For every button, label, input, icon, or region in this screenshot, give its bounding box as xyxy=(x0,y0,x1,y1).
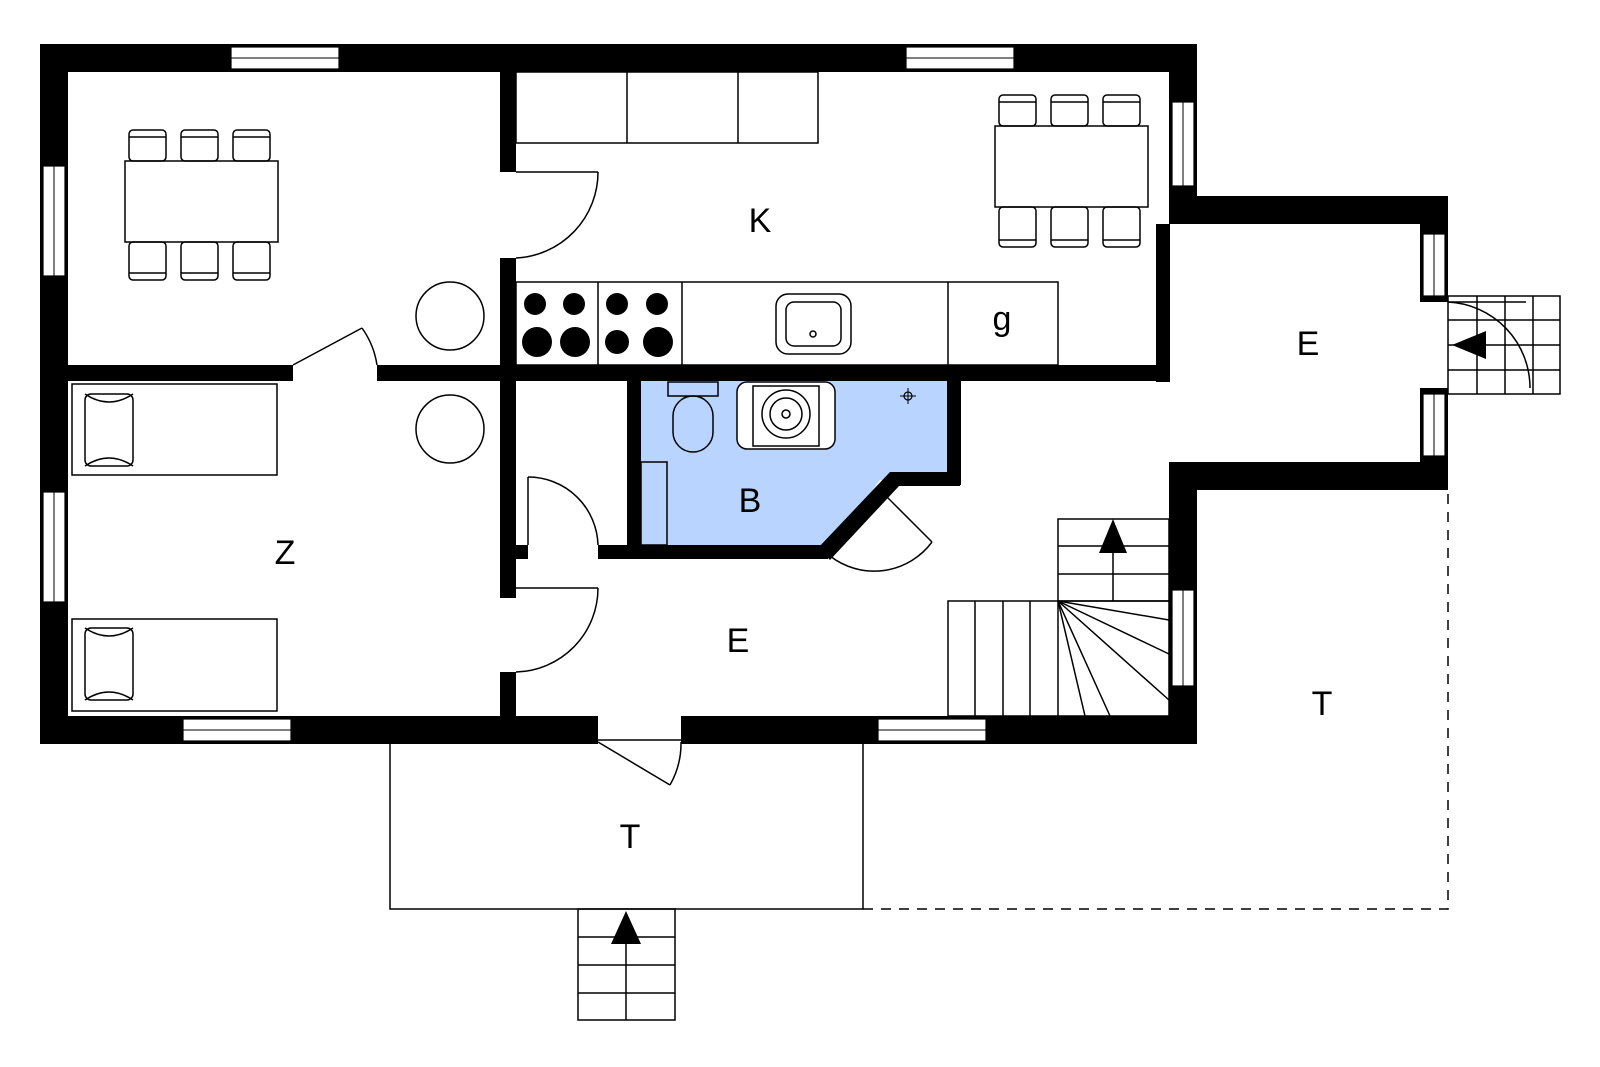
room-label-appliance: g xyxy=(993,300,1012,338)
toilet-icon xyxy=(667,381,719,453)
door-swing-icon xyxy=(292,171,1531,786)
bed-icon xyxy=(71,383,278,712)
kitchen-upper-cabinets xyxy=(515,71,819,144)
kitchen-counter xyxy=(515,281,1059,366)
dining-table-icon xyxy=(994,94,1149,248)
interior-stairs xyxy=(947,518,1170,717)
window-icon xyxy=(42,46,1446,742)
bathroom-cabinet xyxy=(640,461,668,546)
room-label-bathroom: B xyxy=(739,482,762,520)
stove-icon xyxy=(522,293,673,357)
room-label-bedroom: Z xyxy=(275,534,296,572)
bathroom-floor xyxy=(640,380,947,548)
room-label-entrance-right: E xyxy=(1297,325,1320,363)
side-terrace-dashed-outline xyxy=(863,490,1449,910)
dining-table-icon xyxy=(124,129,279,281)
room-label-entrance-hall: E xyxy=(727,622,750,660)
room-label-terrace-right: T xyxy=(1312,685,1333,723)
front-stairs xyxy=(577,908,676,1021)
round-table-icon xyxy=(415,281,485,464)
room-label-kitchen: K xyxy=(749,202,772,240)
sink-icon xyxy=(775,293,852,355)
stair-arrow-icon xyxy=(611,911,641,944)
shower-icon xyxy=(736,381,916,450)
room-label-terrace-front: T xyxy=(620,818,641,856)
stair-arrow-icon xyxy=(1452,331,1486,359)
side-entrance-stairs xyxy=(1447,295,1561,395)
stair-arrow-icon xyxy=(1099,519,1127,553)
